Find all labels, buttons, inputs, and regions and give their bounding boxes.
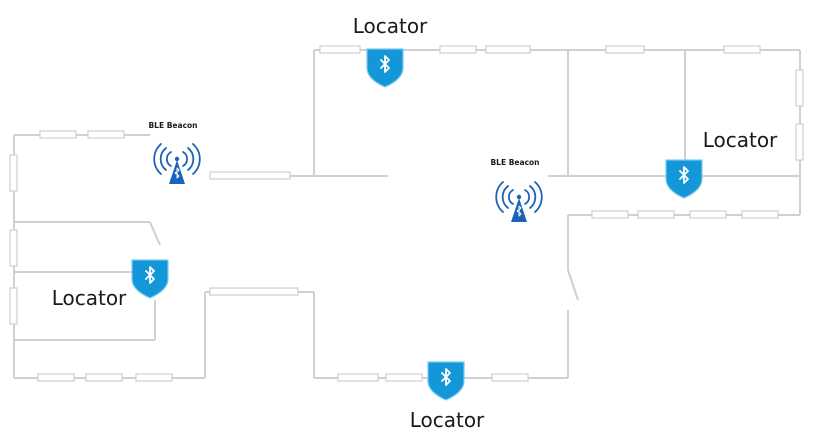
ble-beacon-center: BLE Beacon — [490, 158, 543, 223]
ble-beacon-icon — [153, 143, 201, 185]
bluetooth-shield-icon — [131, 259, 169, 299]
locator-label: Locator — [52, 286, 127, 310]
door-left-room — [149, 221, 161, 246]
beacon-label: BLE Beacon — [148, 121, 197, 130]
locator-left: Locator — [52, 259, 169, 310]
ble-beacon-icon — [495, 181, 543, 223]
bluetooth-shield-icon — [366, 48, 404, 88]
door-bottom-right — [567, 269, 579, 301]
locator-label: Locator — [353, 14, 428, 38]
locator-label: Locator — [703, 128, 778, 152]
locator-bottom: Locator — [410, 361, 485, 432]
bluetooth-shield-icon — [665, 159, 703, 199]
locator-right: Locator — [665, 128, 778, 199]
bluetooth-shield-icon — [427, 361, 465, 401]
locator-label: Locator — [410, 408, 485, 432]
locator-top: Locator — [353, 14, 428, 88]
beacon-label: BLE Beacon — [490, 158, 539, 167]
walls — [13, 49, 801, 379]
ble-beacon-left: BLE Beacon — [148, 121, 201, 185]
windows — [9, 45, 804, 382]
